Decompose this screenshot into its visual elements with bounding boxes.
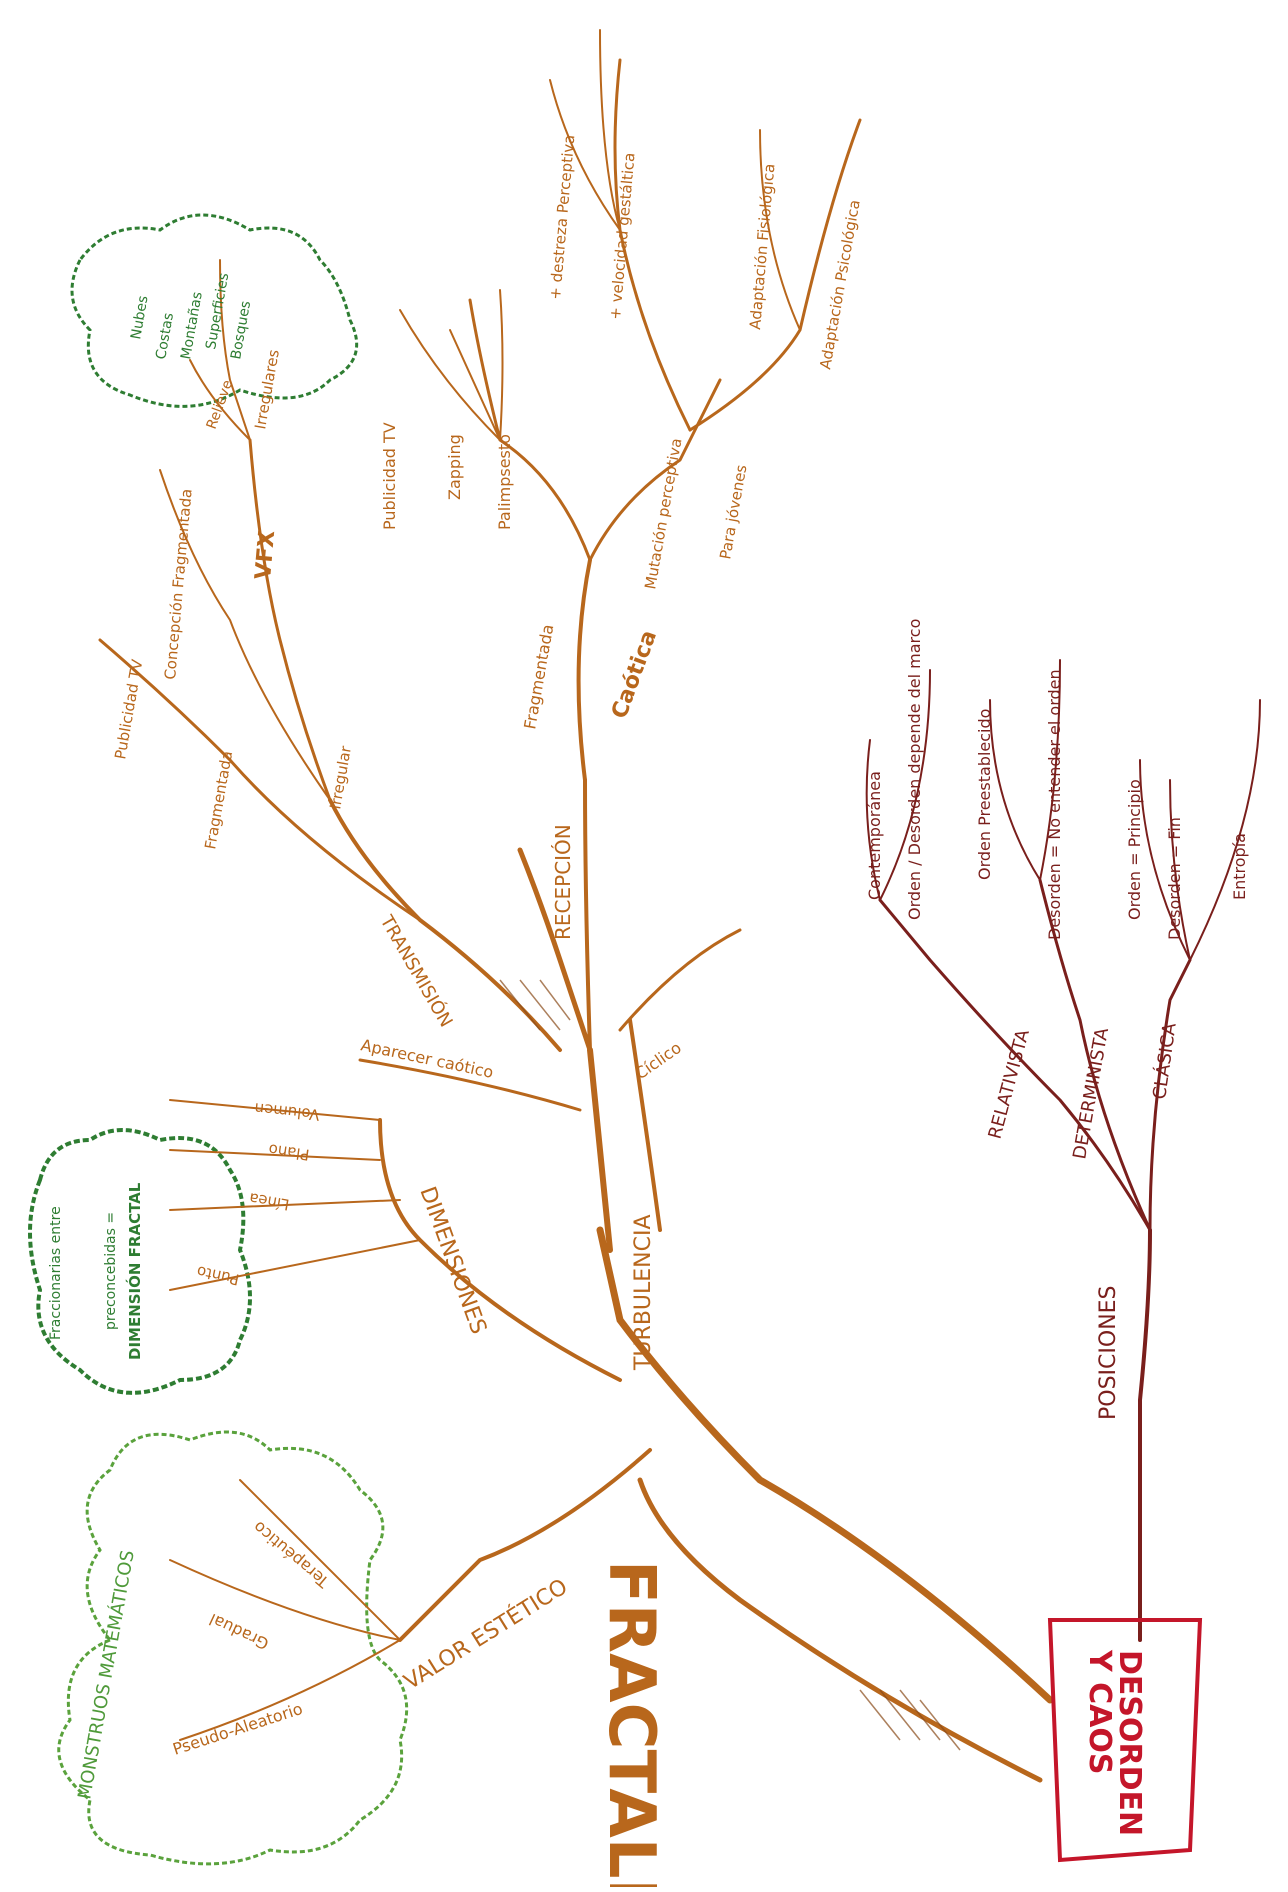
fractal-note-3: DIMENSIÓN FRACTAL bbox=[125, 1182, 144, 1360]
clasica-item-2: Desorden = Fin bbox=[1165, 817, 1184, 940]
dimension-punto: Punto bbox=[195, 1262, 241, 1289]
recepcion-frag-item-2: Zapping bbox=[445, 434, 464, 500]
valor-item-1: Pseudo-Aleatorio bbox=[170, 1699, 305, 1759]
posiciones-title: POSICIONES bbox=[1096, 1285, 1121, 1420]
valor-item-2: Gradual bbox=[206, 1610, 271, 1654]
mutacion-item-2: + velocidad gestáltica bbox=[606, 152, 639, 320]
determinista-item-2: Desorden = No entender el orden bbox=[1045, 669, 1064, 940]
recepcion-frag-item-3: Palimpsesto bbox=[495, 434, 514, 530]
recepcion-title: RECEPCIÓN bbox=[551, 824, 575, 940]
determinista-item-1: Orden Preestablecido bbox=[975, 709, 994, 880]
vfx-label: VFX bbox=[251, 529, 280, 580]
transmision-irregulares: Irregulares bbox=[251, 348, 283, 431]
dimensiones-title: DIMENSIONES bbox=[414, 1184, 490, 1338]
transmision-fragmentada: Fragmentada bbox=[201, 750, 236, 851]
dimension-plano: Plano bbox=[267, 1140, 310, 1164]
ciclico: Cíclico bbox=[631, 1038, 684, 1083]
nature-item-4: Superficies bbox=[203, 272, 232, 351]
valor-item-3: Terapéutico bbox=[249, 1517, 333, 1592]
transmision-publicidad: Publicidad TV bbox=[111, 657, 146, 760]
transmision-irregular: Irregular bbox=[326, 744, 355, 811]
jovenes-label: Para jóvenes bbox=[716, 463, 750, 561]
relativista-label: RELATIVISTA bbox=[985, 1027, 1035, 1142]
central-topic: FRACTALES bbox=[594, 1560, 668, 1887]
clasica-item-3: Entropía bbox=[1230, 833, 1249, 900]
caotica-label: Caótica bbox=[607, 627, 662, 722]
jovenes-item-2: Adaptación Psicológica bbox=[816, 198, 864, 370]
jovenes-item-1: Adaptación Fisiológica bbox=[746, 163, 778, 330]
nature-item-1: Nubes bbox=[128, 294, 151, 340]
aparecer-caotico: Aparecer caótico bbox=[359, 1035, 495, 1082]
clasica-label: CLÁSICA bbox=[1148, 1021, 1181, 1101]
valor-title: VALOR ESTÉTICO bbox=[399, 1574, 572, 1695]
determinista-label: DETERMINISTA bbox=[1069, 1026, 1113, 1161]
mutacion-label: Mutación perceptiva bbox=[641, 437, 685, 591]
disorder-line2: Y CAOS bbox=[1082, 1649, 1117, 1775]
relativista-item-1: Contemporánea bbox=[865, 771, 884, 900]
transmision-title: TRANSMISIÓN bbox=[375, 911, 457, 1031]
recepcion-frag-item-1: Publicidad TV bbox=[380, 422, 399, 530]
transmision-concepcion: Concepción Fragmentada bbox=[161, 488, 196, 680]
nature-item-2: Costas bbox=[153, 312, 177, 361]
clasica-item-1: Orden = Principio bbox=[1125, 779, 1144, 920]
relativista-item-2: Orden / Desorden depende del marco bbox=[905, 619, 924, 920]
nature-item-3: Montañas bbox=[178, 291, 206, 361]
dimension-linea: Línea bbox=[248, 1189, 291, 1214]
mutacion-item-1: + destreza Perceptiva bbox=[546, 134, 578, 300]
dimension-volumen: Volumen bbox=[254, 1099, 321, 1124]
nature-item-5: Bosques bbox=[228, 300, 254, 361]
recepcion-fragmentada: Fragmentada bbox=[520, 623, 557, 731]
trunk-hatching bbox=[500, 980, 960, 1750]
fractal-note-1: Fraccionarias entre bbox=[48, 1206, 64, 1340]
turbulencia-title: TURBULENCIA bbox=[631, 1214, 656, 1371]
fractal-note-2: preconcebidas = bbox=[103, 1212, 119, 1330]
monstruos-label: MONSTRUOS MATEMÁTICOS bbox=[73, 1549, 138, 1801]
